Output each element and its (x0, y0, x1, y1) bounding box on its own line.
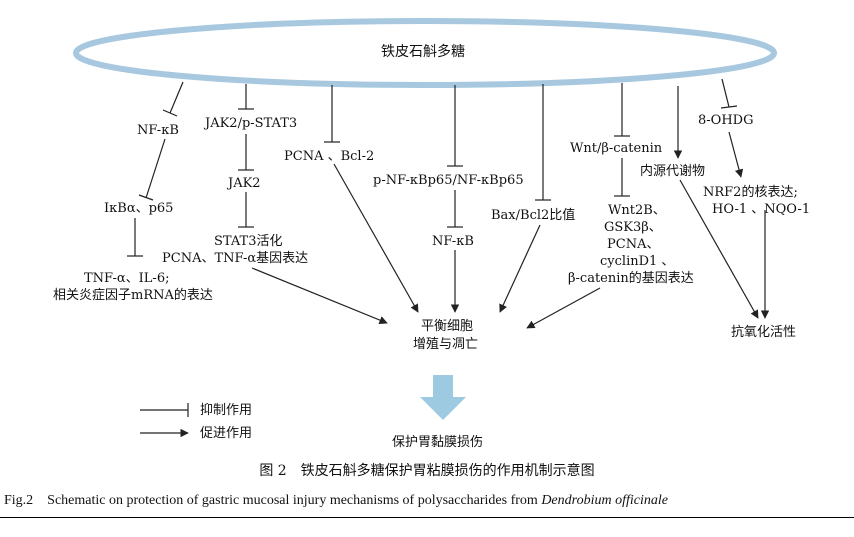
node-pcna-bcl2: PCNA 、Bcl-2 (284, 149, 375, 164)
bottom-rule (0, 517, 854, 518)
arrow-bax-balance (499, 224, 541, 313)
inhibit-bar (138, 194, 154, 201)
node-stat3-line1: STAT3活化 (214, 234, 283, 249)
figure-caption-en: Fig.2 Schematic on protection of gastric… (4, 489, 668, 509)
caption-en-species: Dendrobium officinale (541, 493, 668, 508)
node-wnt2b-line2: GSK3β、 (604, 220, 662, 235)
node-nrf2-line2: HO-1 、NQO-1 (712, 202, 811, 217)
center-label: 铁皮石斛多糖 (381, 44, 465, 60)
node-wnt2b-line4: cyclinD1 、 (600, 254, 675, 269)
node-nfkb-2: NF-κB (432, 234, 474, 249)
arrow-pcna-balance (333, 163, 419, 313)
node-antioxidant-activity: 抗氧化活性 (731, 325, 797, 340)
big-down-arrow (420, 375, 466, 420)
node-jak2: JAK2 (228, 176, 261, 191)
node-wnt2b-line5: β-catenin的基因表达 (568, 271, 694, 286)
caption-en-main: Fig.2 Schematic on protection of gastric… (4, 493, 542, 508)
inhibit-bar (162, 109, 178, 117)
node-stat3-line2: PCNA、TNF-α基因表达 (162, 251, 309, 266)
node-p-nfkbp65: p-NF-κBp65/NF-κBp65 (373, 173, 524, 188)
node-ikba: IκBα、p65 (104, 201, 174, 216)
figure-caption-cn: 图 2 铁皮石斛多糖保护胃粘膜损伤的作用机制示意图 (259, 463, 595, 479)
edge-nfkb-ikba (145, 138, 166, 199)
center-ellipse (73, 18, 777, 88)
node-tnf-line2: 相关炎症因子mRNA的表达 (53, 288, 213, 303)
arrow-stat3-balance (251, 267, 388, 325)
edge-ellipse-ohdg (721, 78, 730, 108)
node-tnf-line1: TNF-α、IL-6; (84, 271, 170, 286)
node-endogenous-metabolites: 内源代谢物 (640, 164, 706, 179)
node-nrf2-line1: NRF2的核表达; (703, 185, 798, 200)
node-wnt-catenin: Wnt/β-catenin (570, 141, 663, 156)
node-balance-line2: 增殖与凋亡 (413, 337, 479, 352)
node-protect-gastric-mucosa: 保护胃黏膜损伤 (392, 435, 484, 450)
legend-promote-label: 促进作用 (200, 426, 253, 441)
arrow-ohdg-nrf2 (728, 131, 744, 178)
node-bax-bcl2: Bax/Bcl2比值 (491, 208, 576, 223)
node-jak2-pstat3: JAK2/p-STAT3 (205, 116, 298, 131)
arrow-endo-antiox (679, 179, 759, 319)
node-wnt2b-line3: PCNA、 (607, 237, 660, 252)
legend-inhibit-label: 抑制作用 (200, 403, 253, 418)
edge-ellipse-nfkb (169, 81, 184, 114)
node-nfkb-1: NF-κB (137, 123, 179, 138)
arrow-wnt2b-balance (526, 287, 601, 329)
node-balance-line1: 平衡细胞 (421, 319, 474, 334)
inhibit-bar (720, 105, 738, 109)
node-8-ohdg: 8-OHDG (698, 113, 754, 128)
node-wnt2b-line1: Wnt2B、 (608, 203, 666, 218)
